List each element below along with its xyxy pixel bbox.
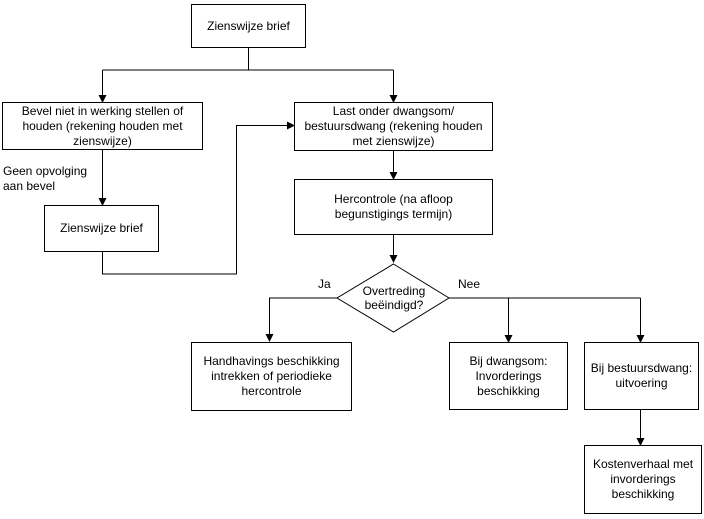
handhavings-text: Handhavings beschikking intrekken of per…	[203, 354, 340, 398]
bevel-box: Bevel niet in werking stellen of houden …	[2, 102, 203, 150]
edge-zienswijze-to-last	[102, 121, 295, 275]
bevel-text: Bevel niet in werking stellen of houden …	[21, 103, 184, 148]
last-onder-dwangsom-box: Last onder dwangsom/ bestuursdwang (reke…	[294, 102, 493, 151]
bij-bestuursdwang-text: Bij bestuursdwang: uitvoering	[590, 361, 693, 390]
bij-bestuursdwang-box: Bij bestuursdwang: uitvoering	[584, 342, 699, 410]
zienswijze-brief-left-box: Zienswijze brief	[44, 205, 159, 252]
zienswijze-brief-top-text: Zienswijze brief	[207, 18, 290, 33]
kostenverhaal-text: Kostenverhaal met invorderings beschikki…	[592, 457, 694, 501]
handhavings-box: Handhavings beschikking intrekken of per…	[191, 342, 352, 411]
last-onder-dwangsom-text: Last onder dwangsom/ bestuursdwang (reke…	[304, 104, 483, 148]
hercontrole-box: Hercontrole (na afloop begunstigings ter…	[294, 179, 493, 235]
bij-dwangsom-box: Bij dwangsom: Invorderings beschikking	[449, 342, 568, 410]
geen-opvolging-label: Geen opvolging aan bevel	[3, 164, 88, 193]
ja-label: Ja	[318, 277, 331, 291]
kostenverhaal-box: Kostenverhaal met invorderings beschikki…	[584, 445, 702, 514]
edge-decision-ja	[265, 297, 337, 342]
hercontrole-text: Hercontrole (na afloop begunstigings ter…	[334, 192, 453, 221]
edge-top-split	[102, 48, 394, 71]
zienswijze-brief-top-box: Zienswijze brief	[191, 4, 306, 48]
decision-text: Overtreding beëindigd?	[362, 284, 426, 312]
zienswijze-brief-left-text: Zienswijze brief	[60, 221, 143, 235]
decision-diamond	[336, 263, 450, 333]
bij-dwangsom-text: Bij dwangsom: Invorderings beschikking	[469, 353, 548, 398]
nee-label: Nee	[458, 277, 481, 291]
